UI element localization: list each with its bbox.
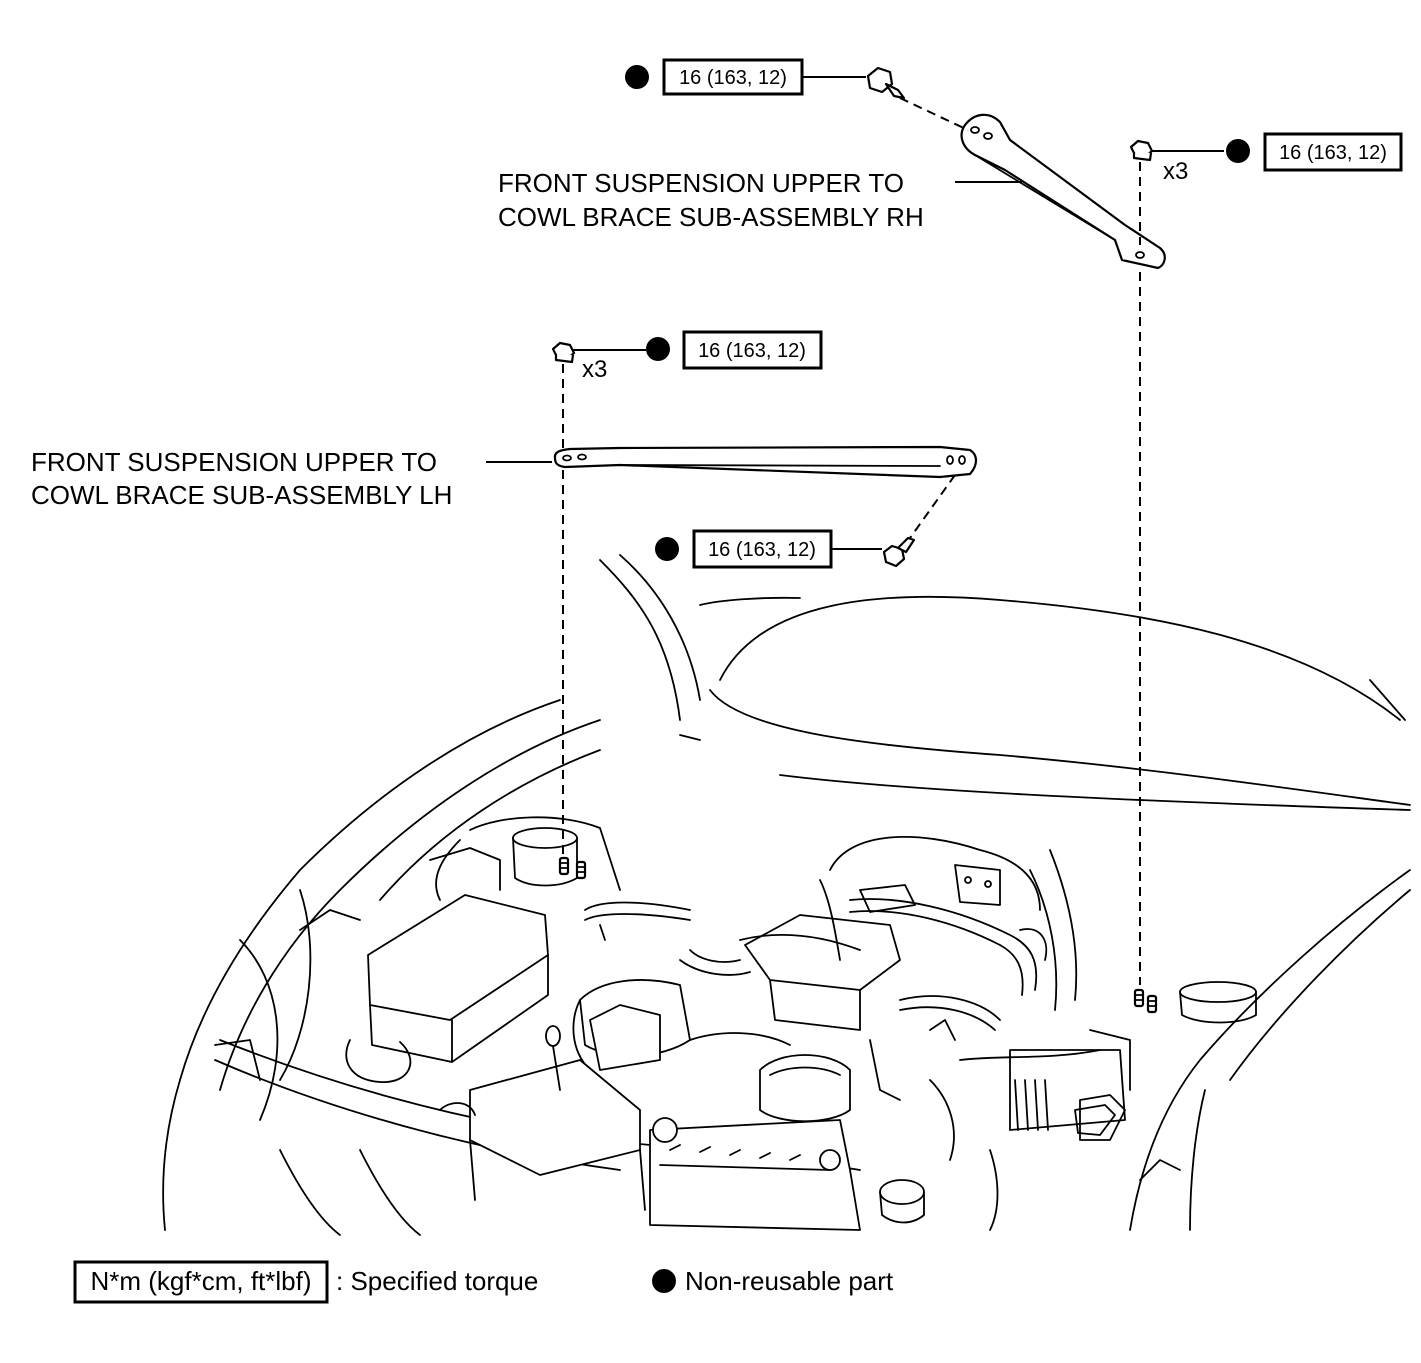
rh-brace-label-line1: FRONT SUSPENSION UPPER TO <box>498 168 904 198</box>
lh-nut-torque-callout: 16 (163, 12) x3 <box>582 330 823 383</box>
lh-nut <box>551 341 576 364</box>
rh-brace-label: FRONT SUSPENSION UPPER TO COWL BRACE SUB… <box>498 168 924 232</box>
rh-brace-label-line2: COWL BRACE SUB-ASSEMBLY RH <box>498 202 924 232</box>
engine-bay-illustration <box>162 554 1411 1236</box>
rh-bolt-torque-value: 16 (163, 12) <box>679 67 787 89</box>
lh-bolt <box>882 536 916 568</box>
lh-nut-quantity: x3 <box>582 356 607 383</box>
legend-torque-box <box>73 1260 329 1304</box>
lh-bolt-guide <box>909 474 956 539</box>
lh-brace-label: FRONT SUSPENSION UPPER TO COWL BRACE SUB… <box>31 447 452 510</box>
legend-torque-unit: N*m (kgf*cm, ft*lbf) <box>90 1266 311 1296</box>
lh-cowl-brace <box>553 445 978 479</box>
rh-nut-torque-callout: 16 (163, 12) x3 <box>1163 132 1403 185</box>
rh-nut <box>1129 139 1154 162</box>
legend: N*m (kgf*cm, ft*lbf) : Specified torque … <box>73 1260 894 1304</box>
rh-bolt-torque-callout: 16 (163, 12) <box>625 58 804 96</box>
lh-studs <box>558 856 587 880</box>
rh-cowl-brace <box>960 113 1166 270</box>
lh-bolt-torque-value: 16 (163, 12) <box>708 539 816 561</box>
rh-nut-torque-value: 16 (163, 12) <box>1279 142 1387 164</box>
lh-nut-nonreusable-mark <box>646 337 670 361</box>
rh-brace-group <box>803 66 1224 1014</box>
lh-nut-torque-value: 16 (163, 12) <box>698 340 806 362</box>
legend-torque-desc: : Specified torque <box>336 1266 538 1296</box>
lh-bolt-nonreusable-mark <box>655 537 679 561</box>
rh-bolt-guide <box>899 97 969 131</box>
rh-bolt-nonreusable-mark <box>625 65 649 89</box>
rh-studs <box>1133 988 1158 1014</box>
legend-nonreusable-mark <box>652 1269 676 1293</box>
lh-brace-label-line2: COWL BRACE SUB-ASSEMBLY LH <box>31 480 452 510</box>
lh-bolt-torque-callout: 16 (163, 12) <box>655 529 833 569</box>
lh-brace-group <box>486 341 978 880</box>
rh-nut-nonreusable-mark <box>1226 139 1250 163</box>
rh-bolt <box>866 66 906 100</box>
lh-brace-label-line1: FRONT SUSPENSION UPPER TO <box>31 447 437 477</box>
rh-nut-quantity: x3 <box>1163 158 1188 185</box>
legend-nonreusable-desc: Non-reusable part <box>685 1266 894 1296</box>
